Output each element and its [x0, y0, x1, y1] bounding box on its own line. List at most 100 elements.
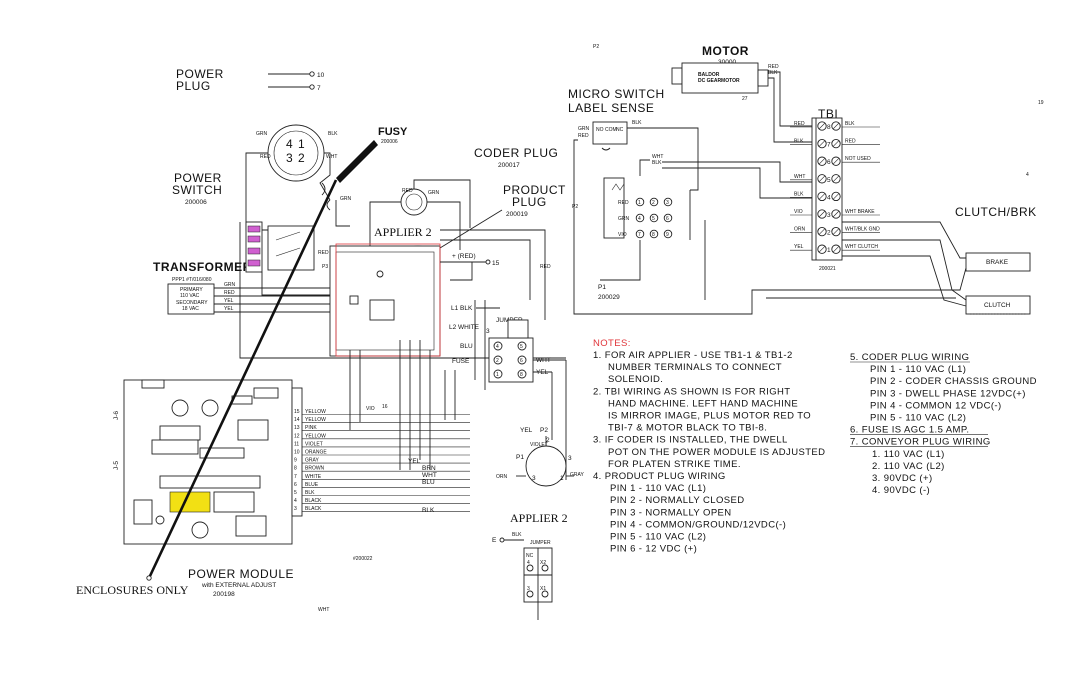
note-right-line: 3. 90VDC (+) — [872, 473, 933, 484]
svg-text:200019: 200019 — [506, 211, 528, 218]
svg-text:6: 6 — [666, 216, 669, 222]
svg-text:CLUTCH: CLUTCH — [984, 302, 1011, 309]
pm-terminal-num: 9 — [294, 458, 297, 464]
svg-text:YEL: YEL — [536, 369, 549, 376]
svg-text:NO: NO — [596, 127, 604, 133]
note-right-line: 5. CODER PLUG WIRING — [850, 352, 969, 363]
svg-text:3: 3 — [666, 200, 669, 206]
svg-text:GRN: GRN — [340, 196, 352, 202]
svg-text:VIOLET: VIOLET — [530, 442, 548, 448]
pm-terminal-num: 10 — [294, 450, 300, 456]
note-line: HAND MACHINE. LEFT HAND MACHINE — [608, 398, 798, 409]
svg-text:J-6: J-6 — [113, 411, 120, 420]
tbi-row-num: 7 — [827, 142, 831, 149]
svg-text:PRIMARY: PRIMARY — [180, 287, 203, 293]
svg-text:5: 5 — [652, 216, 655, 222]
svg-text:2: 2 — [652, 200, 655, 206]
svg-text:7: 7 — [317, 85, 321, 92]
pm-terminal-num: 13 — [294, 425, 300, 431]
svg-text:GRN: GRN — [224, 282, 236, 288]
note-line: PIN 3 - NORMALLY OPEN — [610, 507, 732, 518]
tbi-row-left-label: ORN — [794, 227, 806, 233]
note-line: TBI-7 & MOTOR BLACK TO TBI-8. — [608, 423, 767, 434]
tbi-row-right-label: WHT BRAKE — [845, 209, 875, 215]
note-right-line: 6. FUSE IS AGC 1.5 AMP. — [850, 425, 969, 436]
pm-terminal-num: 12 — [294, 433, 300, 439]
pm-wire-label: ORANGE — [305, 450, 327, 456]
pm-terminal-num: 15 — [294, 409, 300, 415]
svg-text:2: 2 — [496, 358, 499, 364]
svg-text:P1: P1 — [598, 284, 606, 291]
svg-text:SWITCH: SWITCH — [172, 183, 222, 197]
harness: + (RED) 15 GRN VIO 16 — [239, 196, 566, 470]
svg-text:1: 1 — [638, 200, 641, 206]
pm-terminal-num: 6 — [294, 482, 297, 488]
svg-text:ENCLOSURES ONLY: ENCLOSURES ONLY — [76, 583, 189, 597]
svg-text:FUSE: FUSE — [452, 358, 470, 365]
page-mark-p2: P2 — [593, 44, 599, 50]
svg-text:10: 10 — [317, 72, 325, 79]
svg-text:P3: P3 — [322, 264, 328, 270]
tbi-row-num: 6 — [827, 159, 831, 166]
svg-text:BLK: BLK — [512, 532, 522, 538]
tbi-row-right-label: BLK — [845, 121, 855, 127]
svg-text:E: E — [492, 537, 497, 544]
note-line: PIN 6 - 12 VDC (+) — [610, 544, 697, 555]
svg-text:APPLIER 2: APPLIER 2 — [510, 511, 568, 525]
svg-text:2: 2 — [298, 151, 305, 165]
svg-text:200029: 200029 — [598, 294, 620, 301]
note-line: PIN 1 - 110 VAC (L1) — [610, 483, 706, 494]
svg-text:GRN: GRN — [578, 126, 590, 132]
note-line: IS MIRROR IMAGE, PLUS MOTOR RED TO — [608, 411, 811, 422]
pm-wire-label: BLACK — [305, 506, 322, 512]
svg-text:8: 8 — [520, 372, 523, 378]
note-right-line: PIN 4 - COMMON 12 VDC(-) — [870, 400, 1002, 411]
note-line: 4. PRODUCT PLUG WIRING — [593, 471, 726, 482]
svg-text:with EXTERNAL ADJUST: with EXTERNAL ADJUST — [201, 582, 276, 589]
applier-2: P2 2 P1 3 3 1 VIOLET GRAY ORN APPLIER 2 … — [492, 427, 584, 620]
svg-text:CODER PLUG: CODER PLUG — [474, 146, 558, 160]
svg-text:TBI: TBI — [818, 107, 838, 121]
svg-text:YEL: YEL — [408, 458, 421, 465]
svg-text:3: 3 — [532, 475, 536, 482]
tbi-row-num: 2 — [827, 230, 831, 237]
part-label-center: #200022 — [353, 556, 373, 562]
svg-text:3: 3 — [486, 328, 490, 335]
svg-text:WHT: WHT — [422, 472, 437, 479]
svg-text:MOTOR: MOTOR — [702, 44, 749, 58]
svg-text:RED: RED — [318, 250, 329, 256]
svg-text:POWER: POWER — [174, 171, 222, 185]
note-line: 1. FOR AIR APPLIER - USE TB1-1 & TB1-2 — [593, 350, 793, 361]
fusy-logo: FUSY 200006 — [336, 126, 408, 183]
tbi-row-num: 3 — [827, 212, 831, 219]
svg-text:P1: P1 — [516, 454, 524, 461]
svg-text:5: 5 — [520, 344, 523, 350]
note-right-line: 7. CONVEYOR PLUG WIRING — [850, 437, 991, 448]
pm-wire-label: PINK — [305, 425, 317, 431]
svg-text:MICRO SWITCH: MICRO SWITCH — [568, 87, 665, 101]
tbi-row-num: 1 — [827, 247, 831, 254]
note-right-line: PIN 1 - 110 VAC (L1) — [870, 364, 966, 375]
svg-text:1: 1 — [298, 137, 305, 151]
svg-text:BLK: BLK — [422, 507, 435, 514]
svg-text:NOTES:: NOTES: — [593, 338, 631, 349]
svg-text:27: 27 — [742, 96, 748, 102]
svg-text:WHT: WHT — [536, 357, 551, 364]
note-line: PIN 5 - 110 VAC (L2) — [610, 532, 706, 543]
pm-terminal-num: 11 — [294, 441, 299, 447]
pm-wire-label: YELLOW — [305, 409, 326, 415]
pm-wire-label: BLUE — [305, 482, 319, 488]
svg-text:POWER MODULE: POWER MODULE — [188, 567, 294, 581]
tbi-row-right-label: RED — [845, 139, 856, 145]
svg-text:PLUG: PLUG — [176, 79, 211, 93]
note-line: NUMBER TERMINALS TO CONNECT — [608, 362, 782, 373]
